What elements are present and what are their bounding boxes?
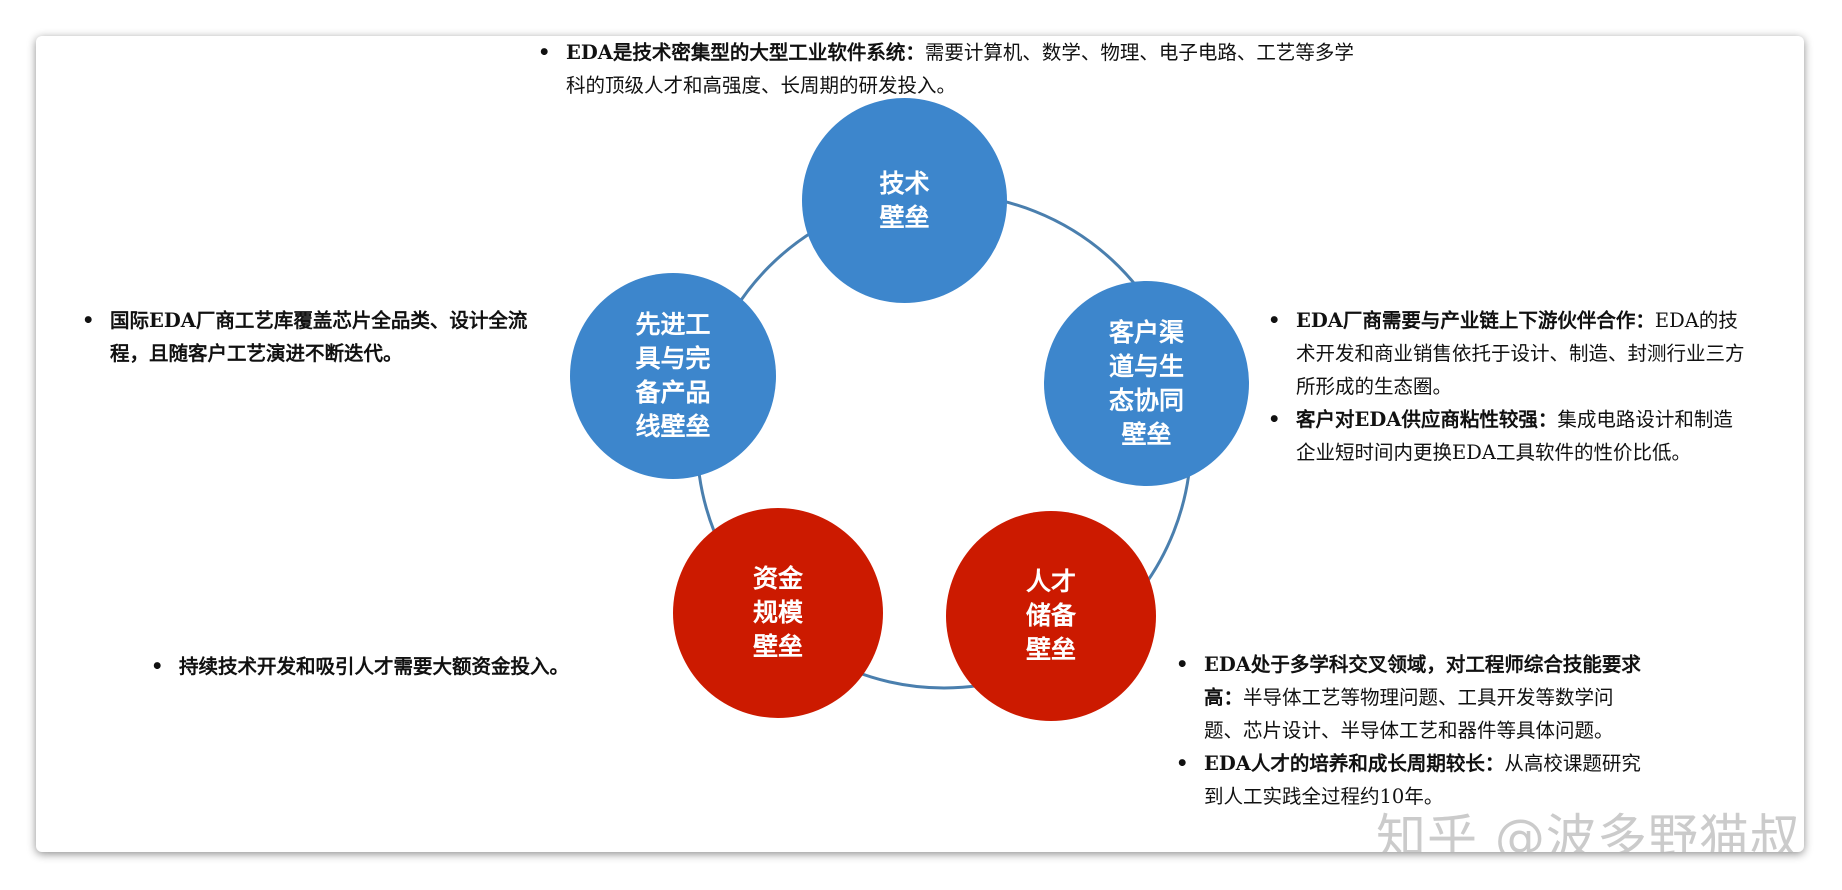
note-capital-bullet-1: 持续技术开发和吸引人才需要大额资金投入。	[149, 650, 709, 683]
note-tech-bullet-1: EDA是技术密集型的大型工业软件系统：需要计算机、数学、物理、电子电路、工艺等多…	[536, 36, 1366, 102]
note-talent: EDA处于多学科交叉领域，对工程师综合技能要求高：半导体工艺等物理问题、工具开发…	[1174, 648, 1652, 813]
note-channel-bullet-2: 客户对EDA供应商粘性较强：集成电路设计和制造企业短时间内更换EDA工具软件的性…	[1266, 403, 1748, 469]
note-channel: EDA厂商需要与产业链上下游伙伴合作：EDA的技术开发和商业销售依托于设计、制造…	[1266, 304, 1748, 469]
note-tools-bullet-1: 国际EDA厂商工艺库覆盖芯片全品类、设计全流程，且随客户工艺演进不断迭代。	[80, 304, 560, 370]
node-talent-barrier: 人才 储备 壁垒	[946, 511, 1156, 721]
note-tools: 国际EDA厂商工艺库覆盖芯片全品类、设计全流程，且随客户工艺演进不断迭代。	[80, 304, 560, 370]
note-capital: 持续技术开发和吸引人才需要大额资金投入。	[149, 650, 709, 683]
note-tech: EDA是技术密集型的大型工业软件系统：需要计算机、数学、物理、电子电路、工艺等多…	[536, 36, 1366, 102]
node-capital-barrier: 资金 规模 壁垒	[673, 508, 883, 718]
node-channel-ecosystem-barrier: 客户渠 道与生 态协同 壁垒	[1044, 281, 1249, 486]
note-talent-bullet-2: EDA人才的培养和成长周期较长：从高校课题研究到人工实践全过程约10年。	[1174, 747, 1652, 813]
node-tools-product-line-barrier: 先进工 具与完 备产品 线壁垒	[570, 273, 776, 479]
note-channel-bullet-1: EDA厂商需要与产业链上下游伙伴合作：EDA的技术开发和商业销售依托于设计、制造…	[1266, 304, 1748, 403]
watermark: 知乎 @波多野猫叔	[1376, 809, 1801, 852]
node-tech-barrier: 技术 壁垒	[802, 98, 1007, 303]
diagram-canvas: 技术 壁垒 客户渠 道与生 态协同 壁垒 人才 储备 壁垒 资金 规模 壁垒 先…	[36, 36, 1804, 852]
note-talent-bullet-1: EDA处于多学科交叉领域，对工程师综合技能要求高：半导体工艺等物理问题、工具开发…	[1174, 648, 1652, 747]
